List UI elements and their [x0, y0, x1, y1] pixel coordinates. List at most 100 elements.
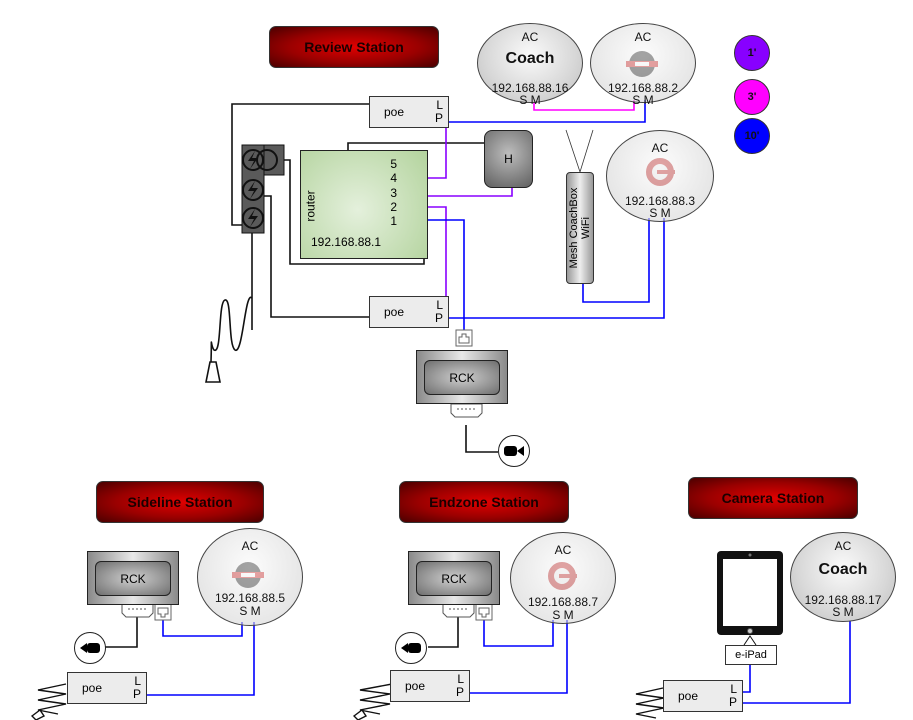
ethernet-port-icon: [455, 329, 473, 347]
power-cord-icon: [30, 683, 67, 720]
camera-icon: [74, 632, 106, 664]
ipad-device: [717, 551, 783, 646]
power-cable: [231, 103, 370, 226]
legend-3ft: 3': [734, 79, 770, 115]
access-point-7: AC 192.168.88.7 S M: [510, 532, 616, 624]
ethernet-port-icon: [475, 603, 493, 621]
camera-icon: [498, 435, 530, 467]
poe-l-port: L: [134, 674, 141, 688]
poe-label: poe: [384, 105, 405, 119]
outlet-icon: [256, 149, 278, 171]
ap-ip: 192.168.88.17: [804, 593, 882, 607]
cable-10ft: [428, 218, 665, 319]
cable-10ft: [428, 100, 646, 123]
rck-label: RCK: [120, 571, 146, 586]
ap-ports: S M: [519, 93, 541, 107]
poe-l-port: L: [457, 672, 464, 686]
poe-p-port: P: [455, 685, 464, 699]
poe-p-port: P: [434, 111, 443, 125]
power-cord-icon: [205, 296, 253, 383]
poe-injector: poe L P: [369, 296, 449, 328]
ap-ports: S M: [632, 93, 654, 107]
poe-l-port: L: [436, 298, 443, 312]
ap-brand: Coach: [818, 561, 868, 578]
camera-cable: [105, 610, 138, 648]
usb-hub: H: [484, 130, 533, 188]
rck-unit: RCK: [408, 551, 500, 605]
outlet-icon: [242, 179, 264, 201]
cable-10ft: [162, 607, 243, 637]
ap-title: AC: [651, 141, 669, 155]
access-point-coach-camera: AC Coach 192.168.88.17 S M: [790, 532, 896, 622]
ap-ports: S M: [552, 608, 574, 622]
ap-ports: S M: [832, 605, 854, 619]
poe-p-port: P: [728, 695, 737, 709]
router-port-1: 1: [390, 214, 397, 228]
legend-label: 10': [744, 130, 760, 142]
sideline-station-banner: Sideline Station: [96, 481, 264, 523]
hdmi-port-icon: [442, 603, 475, 618]
camera-icon: [395, 632, 427, 664]
poe-l-port: L: [436, 98, 443, 112]
camera-cable: [465, 425, 498, 453]
camera-cable: [428, 610, 459, 648]
access-point-3: AC 192.168.88.3 S M: [606, 130, 714, 222]
video-camera-glyph: [504, 446, 524, 456]
router-port-4: 4: [390, 171, 397, 185]
video-camera-glyph: [401, 643, 421, 653]
poe-l-port: L: [730, 682, 737, 696]
power-strip: [241, 144, 285, 234]
ethernet-port-icon: [154, 603, 172, 621]
camera-station-banner: Camera Station: [688, 477, 858, 519]
router: router 5 4 3 2 1 192.168.88.1: [300, 150, 428, 259]
usb-cable: [347, 142, 487, 152]
poe-injector: poe L P: [663, 680, 743, 712]
poe-p-port: P: [434, 311, 443, 325]
ap-ip: 192.168.88.5: [214, 591, 286, 605]
ap-title: AC: [521, 30, 539, 44]
ap-ip: 192.168.88.3: [624, 194, 696, 208]
review-station-banner: Review Station: [269, 26, 439, 68]
outlet-icon: [242, 149, 264, 171]
ap-title: AC: [554, 543, 572, 557]
antenna-line: [565, 129, 594, 174]
rck-unit: RCK: [87, 551, 179, 605]
poe-label: poe: [678, 689, 699, 703]
ap-title: AC: [241, 539, 259, 553]
ipad-label: e-iPad: [725, 645, 777, 665]
poe-p-port: P: [132, 687, 141, 701]
legend-label: 1': [747, 47, 757, 59]
cable-10ft: [732, 618, 851, 704]
cable-10ft: [134, 622, 255, 696]
ap-brand: Coach: [505, 50, 555, 67]
router-label: router: [303, 190, 318, 222]
router-port-2: 2: [390, 200, 397, 214]
ap-ip: 192.168.88.7: [527, 595, 599, 609]
cable-10ft: [459, 620, 568, 694]
legend-label: 3': [747, 91, 757, 103]
rck-label: RCK: [441, 571, 467, 586]
mesh-label-line1: Mesh CoachBox: [568, 187, 580, 269]
ap-ports: S M: [649, 206, 671, 220]
access-point-coach: AC Coach 192.168.88.16 S M: [477, 23, 583, 107]
ap-title: AC: [634, 30, 652, 44]
hdmi-port-icon: [450, 403, 483, 418]
legend-1ft: 1': [734, 35, 770, 71]
ap-title: AC: [834, 539, 852, 553]
poe-injector: poe L P: [67, 672, 147, 704]
access-point-5: AC 192.168.88.5 S M: [197, 528, 303, 626]
cable-1ft: [400, 186, 513, 197]
rck-label: RCK: [449, 370, 475, 385]
ap-ip: 192.168.88.2: [607, 81, 679, 95]
power-cord-icon: [352, 683, 393, 720]
cable-10ft: [483, 607, 554, 647]
router-ip: 192.168.88.1: [311, 235, 382, 249]
ap-ports: S M: [239, 604, 261, 618]
legend-10ft: 10': [734, 118, 770, 154]
router-port-3: 3: [390, 186, 397, 200]
hdmi-port-icon: [121, 603, 154, 618]
power-cord-icon: [635, 687, 665, 719]
poe-label: poe: [82, 681, 103, 695]
